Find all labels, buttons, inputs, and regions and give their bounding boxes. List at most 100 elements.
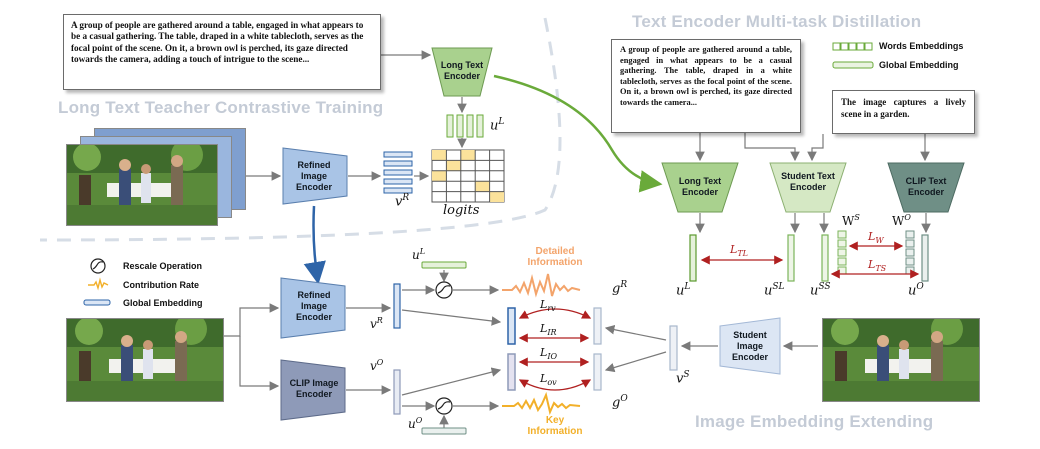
refined-encoder-bottom-label: Refined Image Encoder [295, 290, 332, 322]
student-image-embedding-mid-a [593, 307, 602, 345]
clip-image-encoder-label: CLIP Image Encoder [289, 378, 339, 399]
uSL-embedding [787, 234, 795, 282]
uO-right-embedding [921, 234, 929, 282]
rescale-bottom-circle [435, 397, 453, 415]
WO-word-embeddings [905, 230, 915, 275]
uL-bottom-base: u [412, 248, 420, 262]
vS-embedding [669, 325, 678, 371]
L-TL-base: L [730, 243, 738, 256]
garden-photo-top [66, 144, 218, 226]
long-text-encoder-top-label: Long Text Encoder [440, 60, 484, 81]
garden-photo-bottom-right [822, 318, 980, 402]
uL-top-symbol: uL [490, 117, 504, 133]
garden-photo-bottom-left [66, 318, 224, 402]
L-TL-symbol: LTL [730, 243, 748, 258]
vS-symbol: vS [676, 370, 690, 386]
logits-matrix [431, 149, 505, 203]
L-ov-base: L [540, 372, 548, 385]
long-caption-teacher: A group of people are gathered around a … [63, 14, 381, 90]
vR-top-sup: R [402, 193, 410, 203]
L-IO-sub: IO [547, 352, 558, 362]
clip-text-encoder-shape [887, 162, 965, 213]
gO-sup: O [620, 394, 628, 404]
L-IR-symbol: LIR [540, 322, 557, 337]
vS-base: v [676, 371, 684, 387]
vS-sup: S [683, 370, 690, 380]
uO-bottom-sup: O [415, 416, 423, 425]
legend-contribution: Contribution Rate [123, 280, 199, 290]
uL-right-sup: L [684, 282, 691, 292]
key-info-label: Key Information [527, 415, 583, 437]
refined-encoder-top-label: Refined Image Encoder [295, 160, 332, 192]
teacher-section-title: Long Text Teacher Contrastive Training [58, 98, 384, 117]
clip-text-encoder-label: CLIP Text Encoder [905, 176, 947, 197]
uO-bottom-base: u [408, 417, 416, 431]
uSL-symbol: uSL [764, 282, 785, 298]
vR-bottom-embedding [393, 283, 401, 329]
student-text-encoder-label: Student Text Encoder [781, 171, 835, 192]
student-image-embedding-mid-b [593, 353, 602, 391]
WS-base: W [842, 214, 855, 228]
uSS-symbol: uSS [810, 282, 831, 298]
L-W-symbol: LW [868, 230, 884, 245]
gR-base: g [612, 281, 621, 297]
WO-sup: O [904, 213, 911, 222]
distill-section-title: Text Encoder Multi-task Distillation [632, 12, 922, 31]
uSL-base: u [764, 283, 773, 299]
WO-symbol: WO [892, 213, 911, 228]
words-embeddings-icon [832, 42, 873, 51]
uSS-embedding [821, 234, 829, 282]
student-image-encoder-shape [719, 317, 781, 375]
uL-bottom-sup: L [419, 247, 426, 256]
L-rv-base: L [540, 298, 548, 311]
short-caption: The image captures a lively scene in a g… [832, 90, 975, 134]
L-rv-symbol: Lrv [540, 298, 556, 313]
section-divider-teacher [39, 17, 562, 242]
refined-transfer-arrow [303, 205, 326, 285]
long-text-encoder-right-label: Long Text Encoder [678, 176, 722, 197]
uO-right-sup: O [916, 282, 924, 292]
legend-global-embedding-top: Global Embedding [879, 60, 959, 70]
vO-symbol: vO [370, 358, 383, 373]
vR-bottom-symbol: vR [370, 316, 383, 331]
L-IO-base: L [540, 346, 548, 359]
clip-image-embedding-mid [507, 353, 516, 391]
global-embedding-top-icon [832, 61, 874, 69]
L-IR-sub: IR [547, 328, 557, 338]
uO-right-base: u [908, 283, 917, 299]
vO-base: v [370, 359, 377, 373]
L-TS-sub: TS [875, 264, 887, 274]
uSS-sup: SS [818, 282, 831, 292]
uO-right-symbol: uO [908, 282, 924, 298]
vR-top-symbol: vR [395, 193, 409, 209]
teacher-transfer-arrow [493, 74, 663, 193]
uL-right-base: u [676, 283, 685, 299]
gO-base: g [612, 395, 621, 411]
global-embedding-bottom-icon [83, 299, 111, 306]
rescale-top-circle [435, 281, 453, 299]
refined-encoder-top-shape [282, 147, 348, 205]
long-text-encoder-top-shape [431, 47, 493, 97]
uSS-base: u [810, 283, 819, 299]
long-text-encoder-right-shape [661, 162, 739, 213]
vR-top-embeddings [383, 151, 413, 194]
vO-embedding [393, 369, 401, 415]
legend-global-embedding-bottom: Global Embedding [123, 298, 203, 308]
vR-bottom-sup: R [376, 316, 383, 325]
L-TS-base: L [868, 258, 876, 271]
uO-bottom-symbol: uO [408, 416, 422, 431]
refined-encoder-bottom-shape [280, 277, 346, 339]
gR-symbol: gR [612, 280, 627, 296]
student-text-encoder-shape [769, 162, 847, 213]
uL-bottom-embedding [421, 261, 467, 269]
gR-sup: R [620, 280, 628, 290]
L-ov-symbol: Lov [540, 372, 557, 387]
uL-right-symbol: uL [676, 282, 690, 298]
L-ov-sub: ov [547, 378, 557, 388]
vR-bottom-base: v [370, 317, 377, 331]
refined-image-embedding-mid [507, 307, 516, 345]
L-TS-symbol: LTS [868, 258, 886, 273]
uL-top-base: u [490, 118, 499, 134]
